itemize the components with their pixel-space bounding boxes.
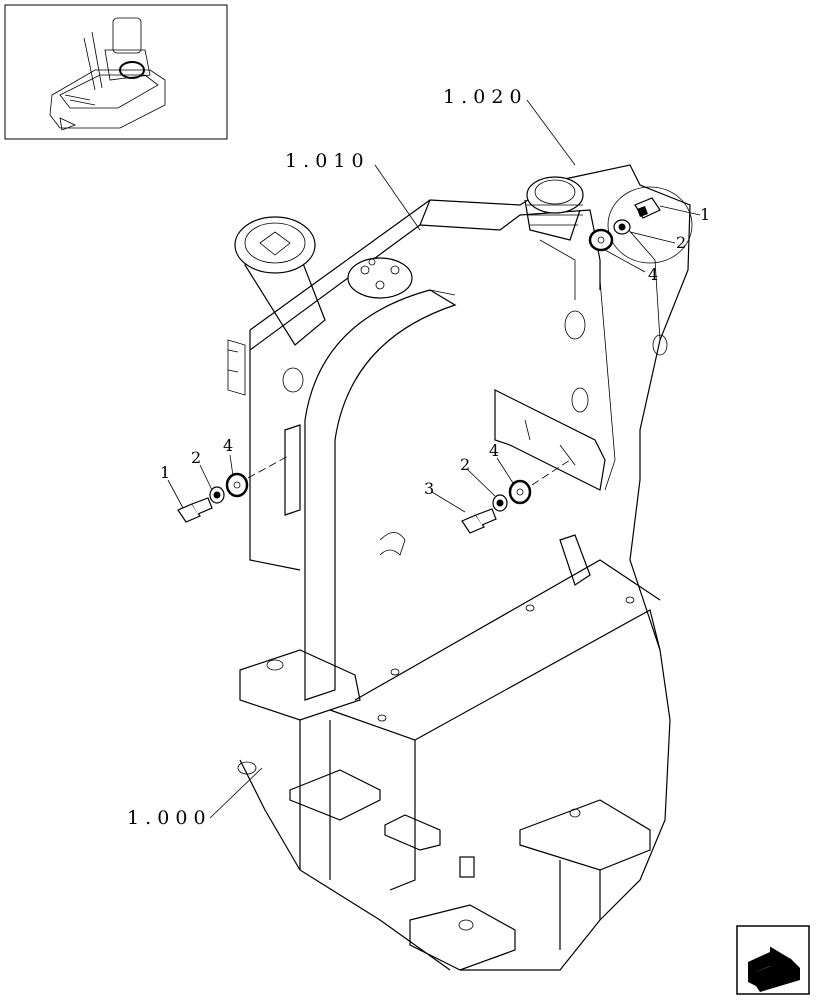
thumbnail-inset (4, 4, 228, 140)
callout-1-top: 1 (700, 205, 710, 224)
bolt-1-top (634, 197, 661, 219)
callout-4-center: 4 (489, 441, 499, 460)
callout-3-center: 3 (424, 479, 434, 498)
callout-2-center: 2 (460, 455, 470, 474)
callout-2-top: 2 (676, 233, 686, 252)
ref-1-010-label: 1 . 0 1 0 (285, 150, 364, 172)
callout-1-left: 1 (160, 463, 170, 482)
callout-2-left: 2 (191, 448, 201, 467)
callout-4-left: 4 (223, 436, 233, 455)
machine-frame (227, 164, 693, 971)
hardware-group-left (167, 454, 291, 523)
callout-4-top: 4 (648, 265, 658, 284)
machine-thumbnail-icon (49, 17, 166, 131)
bolt-3-center (461, 508, 497, 534)
hardware-group-top-right (588, 197, 701, 273)
next-page-arrow-icon[interactable] (736, 925, 810, 995)
ref-1-000-label: 1 . 0 0 0 (127, 807, 206, 829)
washer-4-center (508, 479, 532, 505)
washer-4-left (225, 472, 249, 498)
bolt-1-left (177, 497, 213, 523)
ref-1-020-label: 1 . 0 2 0 (443, 86, 522, 108)
washer-4-top (588, 228, 614, 252)
hardware-group-center (431, 457, 571, 534)
